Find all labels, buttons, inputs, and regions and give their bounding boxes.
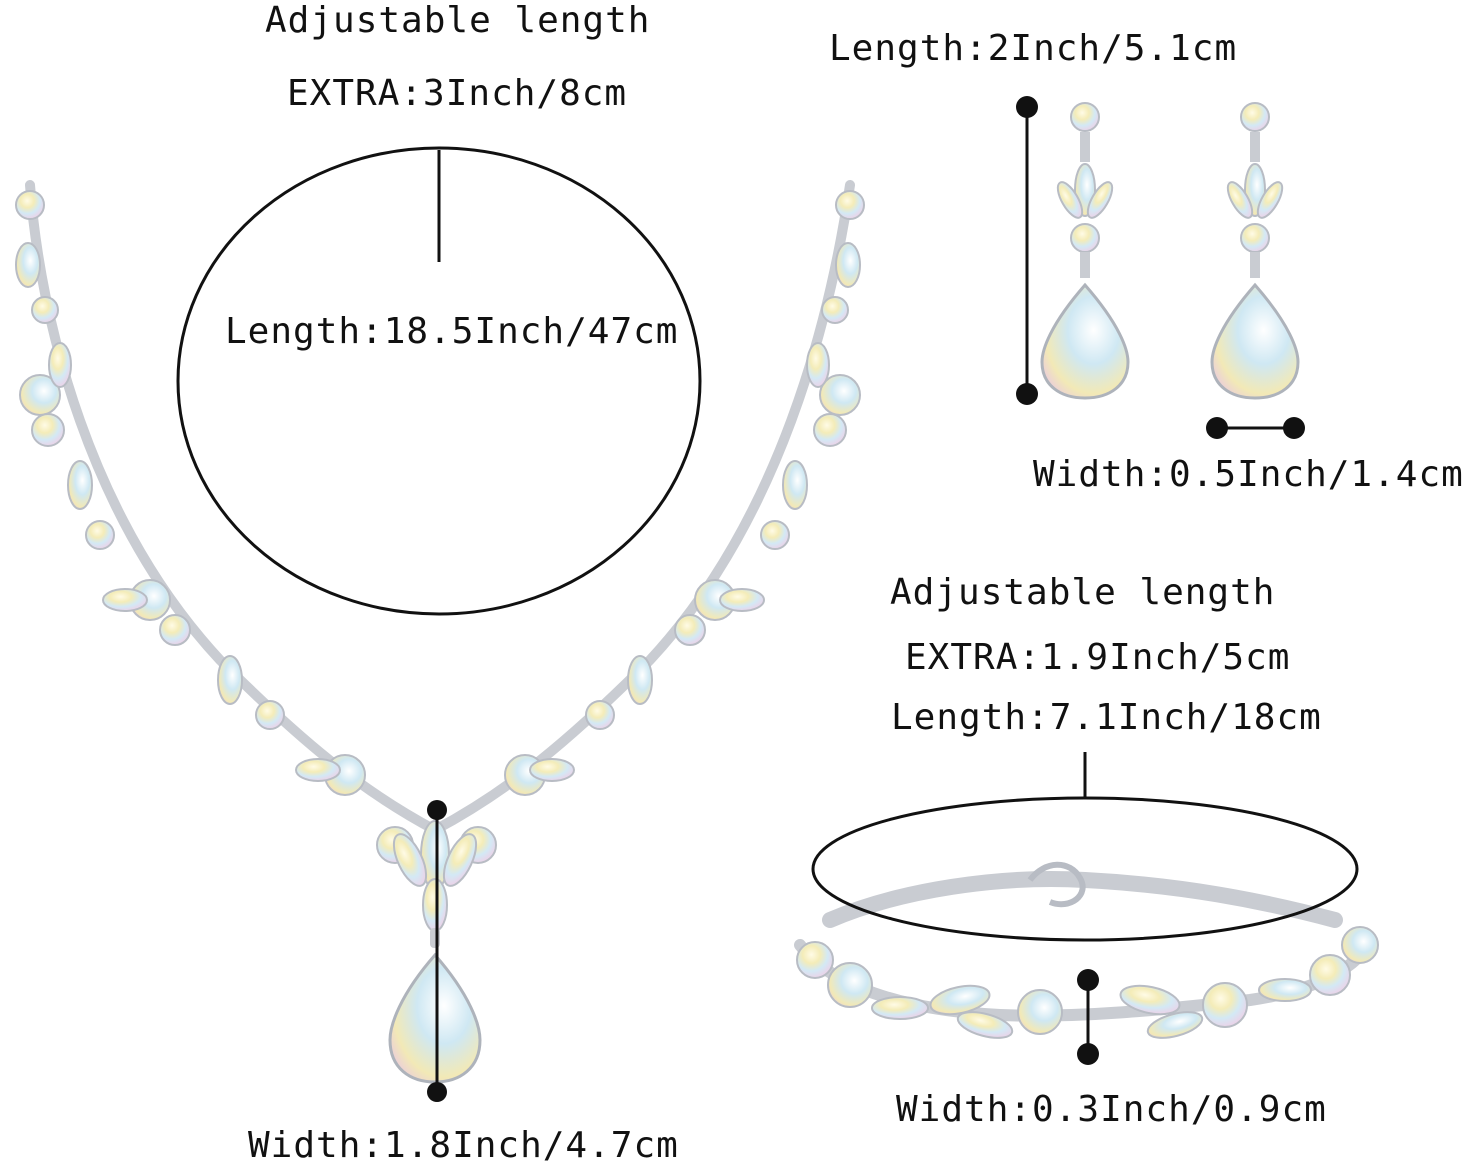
earring-width-dot-left bbox=[1206, 417, 1228, 439]
bracelet bbox=[794, 752, 1379, 1065]
earring-length-dot-top bbox=[1016, 96, 1038, 118]
bracelet-extra-label: EXTRA:1.9Inch/5cm bbox=[905, 637, 1291, 678]
bracelet-width-label: Width:0.3Inch/0.9cm bbox=[896, 1089, 1327, 1130]
necklace bbox=[15, 180, 865, 1102]
necklace-chain bbox=[25, 180, 855, 836]
earring-width-label: Width:0.5Inch/1.4cm bbox=[1033, 454, 1464, 495]
necklace-pendant bbox=[388, 820, 482, 1084]
earring-width-dot-right bbox=[1283, 417, 1305, 439]
necklace-width-label: Width:1.8Inch/4.7cm bbox=[248, 1125, 679, 1166]
bracelet-clasp bbox=[1027, 861, 1086, 908]
necklace-length-label: Length:18.5Inch/47cm bbox=[225, 311, 679, 352]
necklace-length-diagram bbox=[176, 146, 702, 616]
earring-right bbox=[1210, 102, 1300, 400]
bracelet-adjustable-title: Adjustable length bbox=[890, 572, 1276, 613]
bracelet-gems bbox=[796, 926, 1379, 1039]
bracelet-width-dot-top bbox=[1077, 969, 1099, 991]
bracelet-width-dot-bottom bbox=[1077, 1043, 1099, 1065]
earring-length-dot-bottom bbox=[1016, 383, 1038, 405]
necklace-length-circle bbox=[176, 146, 702, 616]
necklace-adjustable-title: Adjustable length bbox=[265, 0, 651, 41]
necklace-width-dot-top bbox=[427, 800, 447, 820]
earrings bbox=[1016, 96, 1305, 439]
bracelet-length-label: Length:7.1Inch/18cm bbox=[891, 697, 1322, 738]
pendant-teardrop bbox=[388, 952, 482, 1084]
necklace-gems-left bbox=[15, 190, 414, 864]
necklace-extra-label: EXTRA:3Inch/8cm bbox=[287, 73, 628, 114]
necklace-width-dot-bottom bbox=[427, 1082, 447, 1102]
bracelet-back-chain bbox=[822, 871, 1343, 928]
earring-length-label: Length:2Inch/5.1cm bbox=[829, 28, 1238, 69]
earring-left bbox=[1040, 102, 1130, 400]
necklace-gems-right bbox=[459, 190, 865, 864]
bracelet-length-ellipse bbox=[811, 796, 1359, 942]
